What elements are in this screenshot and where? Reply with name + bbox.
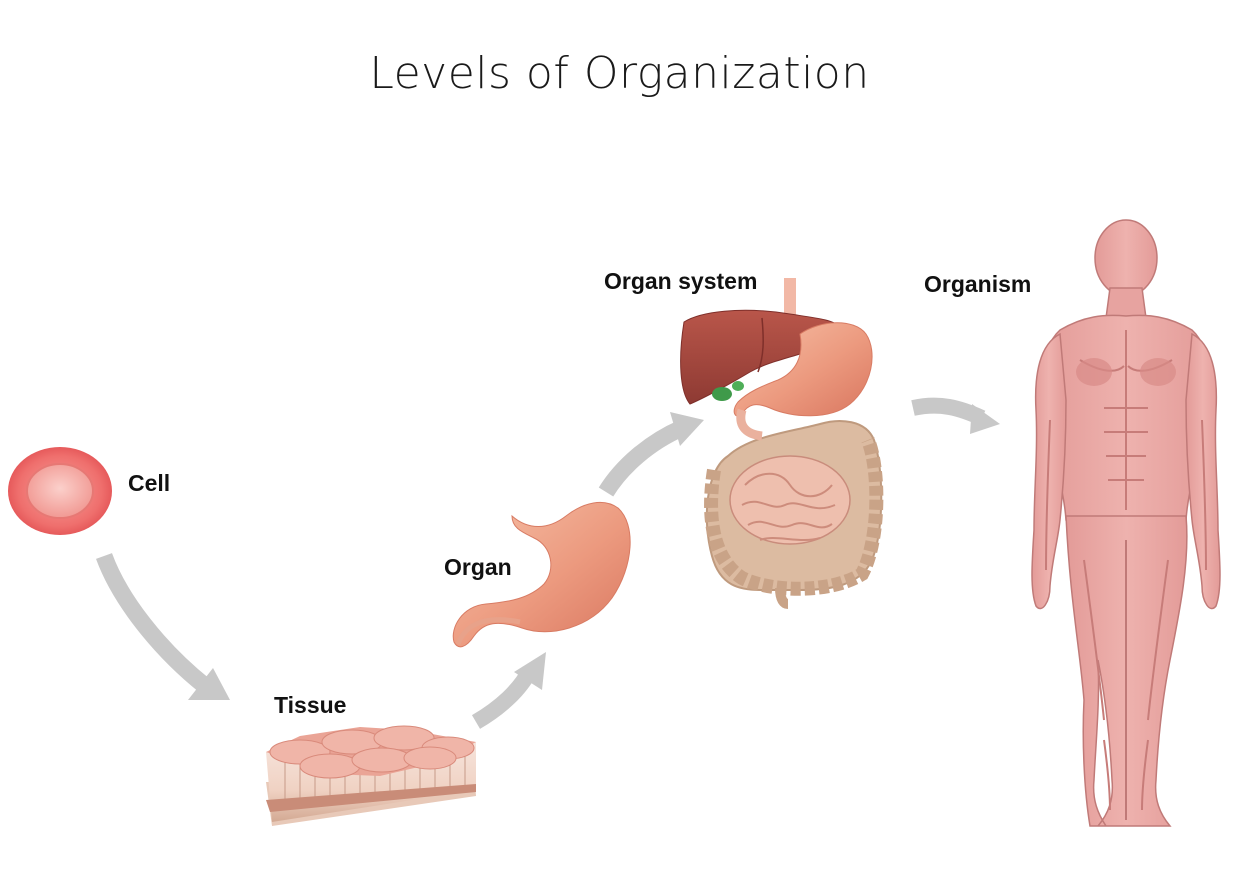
arrow-organ-to-system [598,412,704,497]
tissue-illustration [266,725,476,826]
label-organism: Organism [924,271,1032,297]
stomach-illustration [452,501,631,648]
label-cell: Cell [128,470,171,496]
arrow-cell-to-tissue [96,552,230,700]
arrow-system-to-organism [911,397,1000,434]
human-body-illustration [1031,219,1221,827]
cell-illustration [8,447,112,535]
label-tissue: Tissue [274,692,347,718]
digestive-system-illustration [680,278,884,609]
label-organ: Organ [444,554,512,580]
label-organ-system: Organ system [604,268,758,294]
page-title: Levels of Organization [369,48,870,99]
arrow-tissue-to-organ [471,652,546,729]
